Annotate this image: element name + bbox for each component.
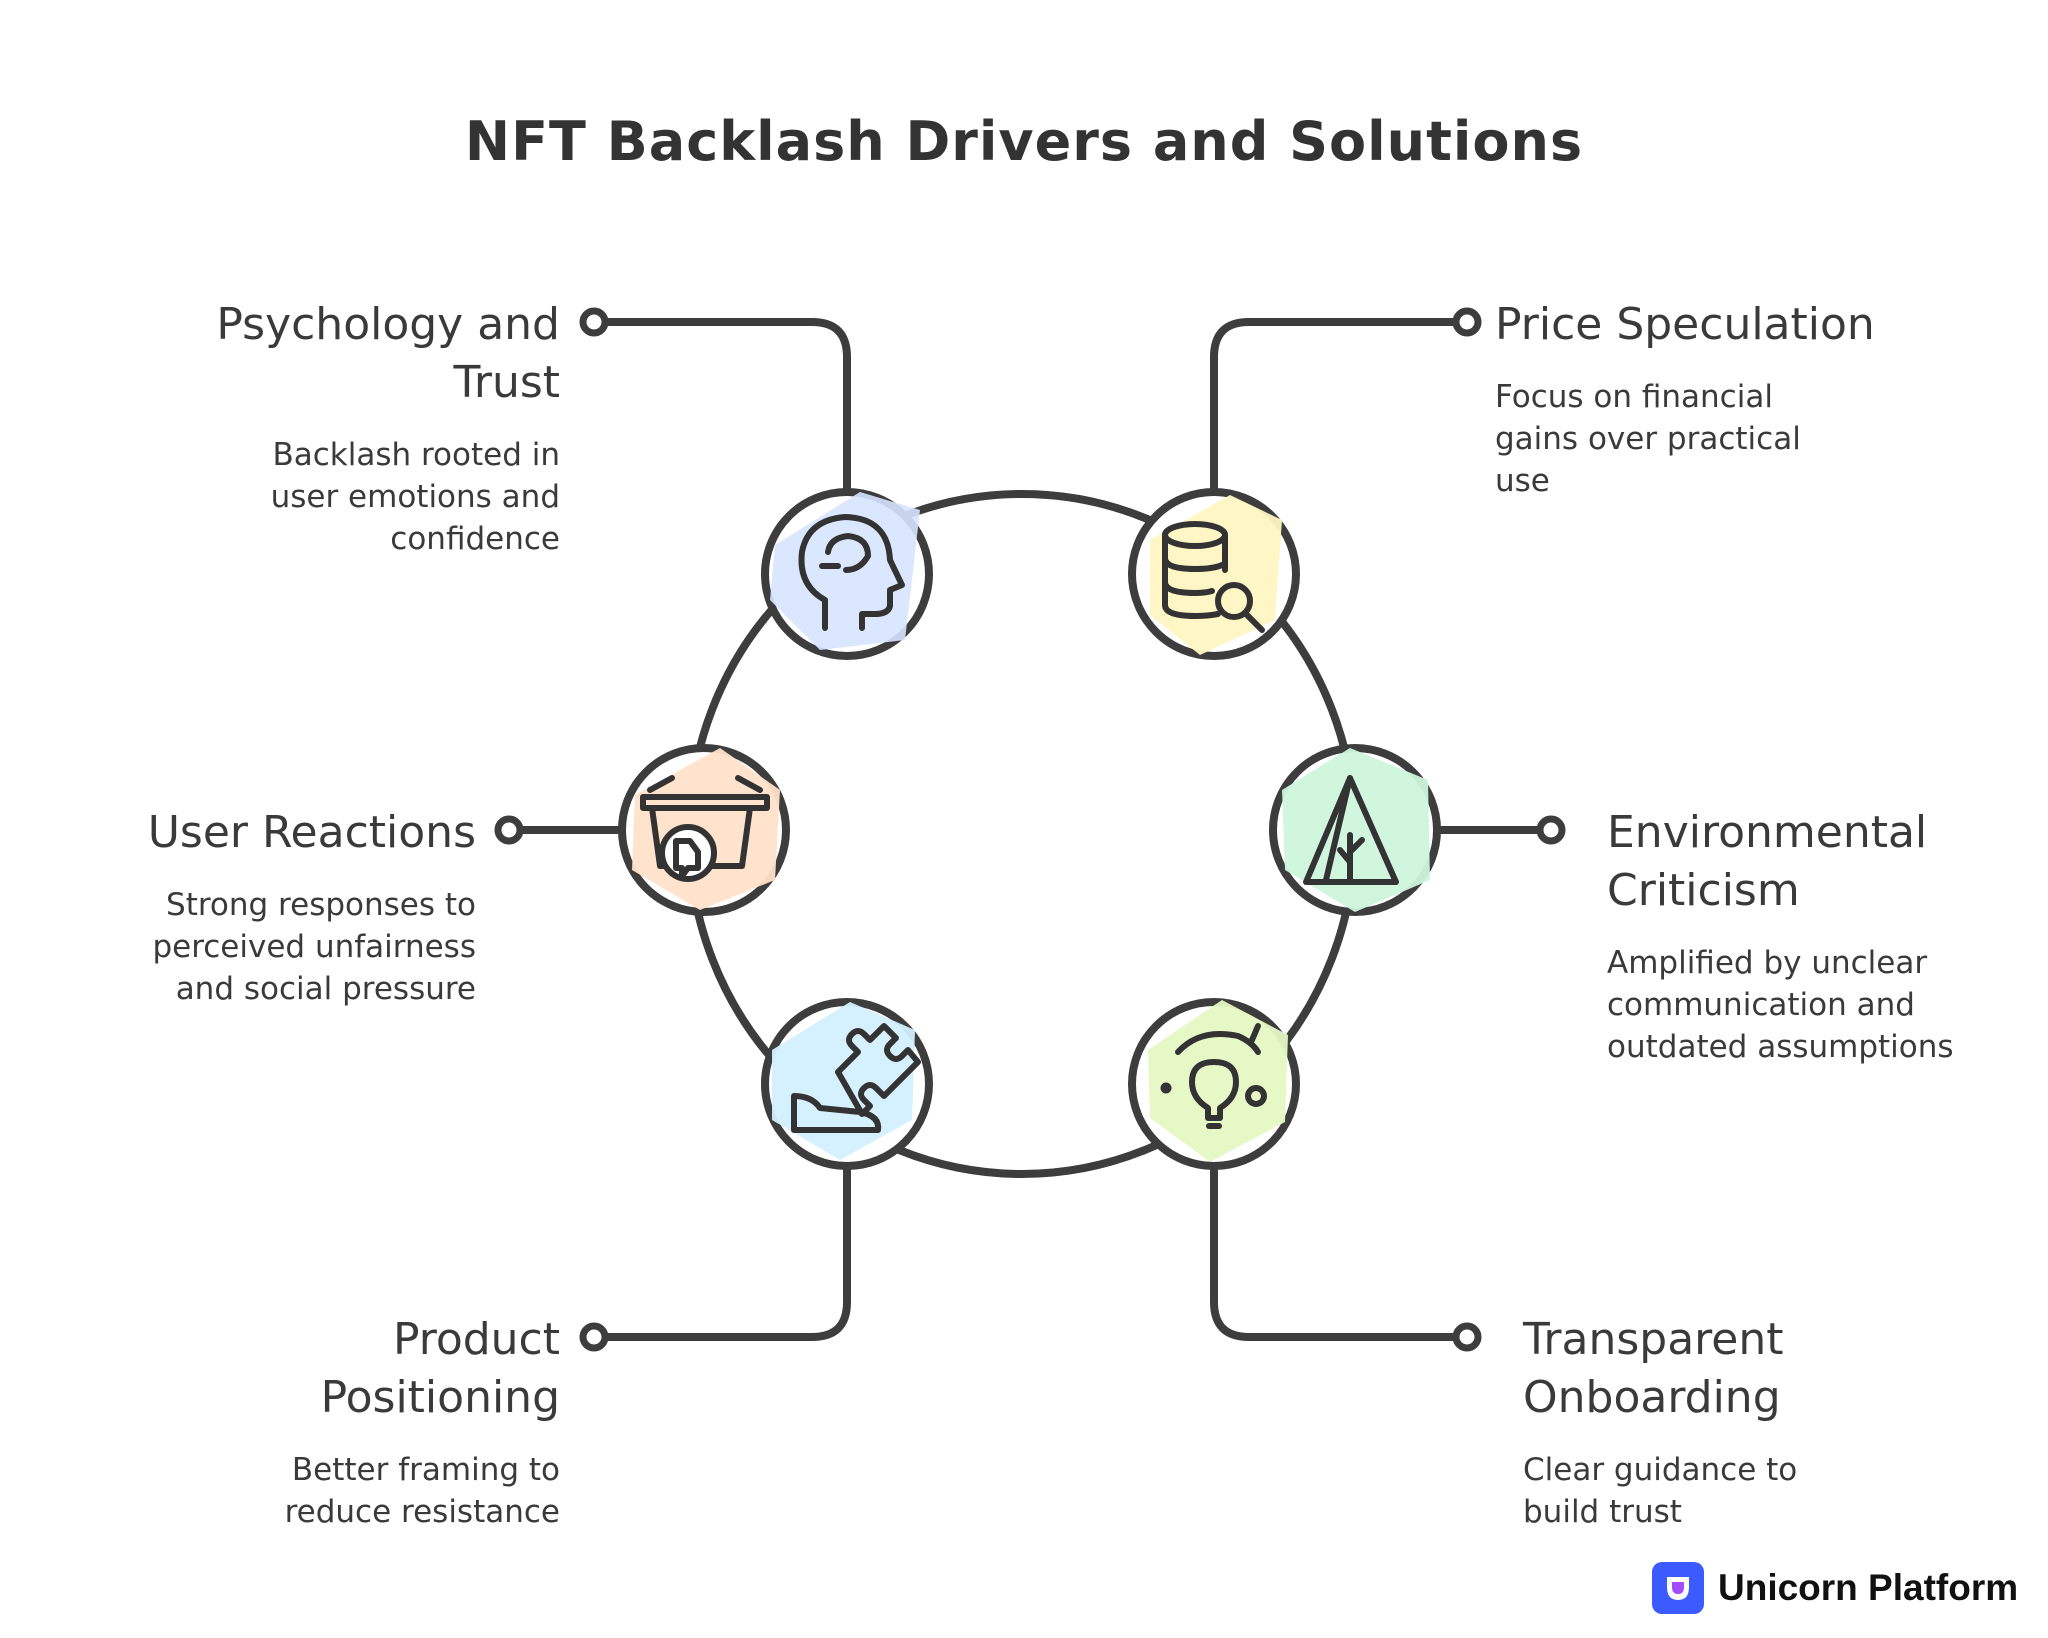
node-onboarding (1128, 998, 1300, 1170)
connector-dot-price (1452, 307, 1482, 337)
tree-icon (1303, 775, 1399, 885)
node-product-desc-line-2: reduce resistance (284, 1494, 560, 1530)
node-psychology-heading-line-1: Psychology and (216, 299, 560, 350)
node-product-heading-line-2: Positioning (320, 1372, 560, 1423)
node-environmental-desc-line-2: communication and (1607, 987, 1915, 1023)
connector-onboarding (1210, 1166, 1471, 1341)
node-psychology-label: Psychology and Trust Backlash rooted in … (90, 296, 560, 560)
node-price-heading-line-1: Price Speculation (1495, 299, 1875, 350)
node-price-desc-line-1: Focus on financial (1495, 379, 1773, 415)
node-onboarding-desc-line-1: Clear guidance to (1523, 1452, 1798, 1488)
node-product-heading-line-1: Product (392, 1314, 560, 1365)
basket-thumbs-down-icon (640, 775, 770, 882)
node-user-reactions-heading-line-1: User Reactions (147, 807, 476, 858)
node-onboarding-heading-line-1: Transparent (1523, 1314, 1784, 1365)
node-environmental-heading-line-1: Environmental (1607, 807, 1928, 858)
node-environmental-desc-line-3: outdated assumptions (1607, 1029, 1954, 1065)
connector-dot-user-reactions (494, 815, 524, 845)
database-search-icon (1162, 521, 1265, 633)
brand-name: Unicorn Platform (1718, 1567, 2019, 1608)
node-price-desc-line-3: use (1495, 463, 1550, 499)
node-user-reactions-desc-line-1: Strong responses to (166, 887, 476, 923)
head-icon (798, 514, 905, 631)
node-product-desc-line-1: Better framing to (291, 1452, 560, 1488)
node-product-label: Product Positioning Better framing to re… (90, 1311, 560, 1533)
node-price-label: Price Speculation Focus on financial gai… (1495, 296, 1965, 502)
unicorn-logo-icon (1652, 1562, 1704, 1614)
node-price (1128, 488, 1300, 660)
node-psychology-desc-line-1: Backlash rooted in (272, 437, 560, 473)
node-onboarding-label: Transparent Onboarding Clear guidance to… (1523, 1311, 1993, 1533)
brand-watermark[interactable]: Unicorn Platform (1652, 1560, 2018, 1616)
node-environmental-label: Environmental Criticism Amplified by unc… (1607, 804, 2048, 1068)
node-environmental-heading-line-2: Criticism (1607, 865, 1800, 916)
puzzle-icon (791, 1023, 921, 1133)
connector-dot-onboarding (1452, 1322, 1482, 1352)
node-user-reactions (618, 744, 790, 916)
node-user-reactions-desc-line-3: and social pressure (175, 971, 476, 1007)
connector-dot-product (579, 1322, 609, 1352)
connector-dot-psychology (579, 307, 609, 337)
page-title: NFT Backlash Drivers and Solutions (464, 110, 1584, 173)
connector-dot-environmental (1536, 815, 1566, 845)
node-user-reactions-desc-line-2: perceived unfairness (152, 929, 476, 965)
connector-product (590, 1166, 851, 1341)
lightbulb-icon (1160, 1023, 1267, 1129)
node-psychology (761, 488, 933, 660)
node-product (761, 998, 933, 1170)
node-environmental-desc-line-1: Amplified by unclear (1607, 945, 1928, 981)
node-psychology-desc-line-3: confidence (390, 521, 560, 557)
node-environmental (1269, 744, 1441, 916)
node-onboarding-desc-line-2: build trust (1523, 1494, 1682, 1530)
connector-psychology (590, 318, 851, 492)
node-psychology-desc-line-2: user emotions and (270, 479, 560, 515)
connector-price (1210, 318, 1471, 492)
node-psychology-heading-line-2: Trust (453, 357, 560, 408)
node-onboarding-heading-line-2: Onboarding (1523, 1372, 1781, 1423)
node-user-reactions-label: User Reactions Strong responses to perce… (6, 804, 476, 1010)
node-price-desc-line-2: gains over practical (1495, 421, 1801, 457)
